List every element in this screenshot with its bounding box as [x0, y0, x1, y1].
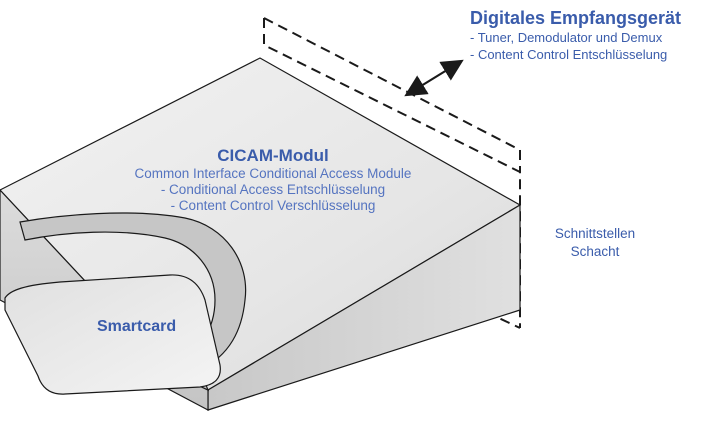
module-subtitle: Common Interface Conditional Access Modu… [134, 166, 412, 181]
slot-label: Schnittstellen Schacht [540, 225, 650, 261]
device-description: Digitales Empfangsgerät - Tuner, Demodul… [470, 8, 720, 63]
module-title: CICAM-Modul [217, 146, 329, 165]
module-feature-cc: - Content Control Verschlüsselung [170, 198, 376, 213]
device-title: Digitales Empfangsgerät [470, 8, 682, 28]
slot-label-line1: Schnittstellen [554, 226, 636, 241]
module-description: CICAM-Modul Common Interface Conditional… [108, 146, 438, 214]
device-feature-tuner: - Tuner, Demodulator und Demux [470, 30, 663, 45]
slot-label-line2: Schacht [570, 244, 620, 259]
smartcard-shape [4, 274, 221, 395]
module-feature-ca: - Conditional Access Entschlüsselung [160, 182, 386, 197]
insertion-arrow [404, 59, 464, 97]
device-feature-content-control: - Content Control Entschlüsselung [470, 47, 668, 62]
smartcard-label: Smartcard [97, 318, 177, 335]
